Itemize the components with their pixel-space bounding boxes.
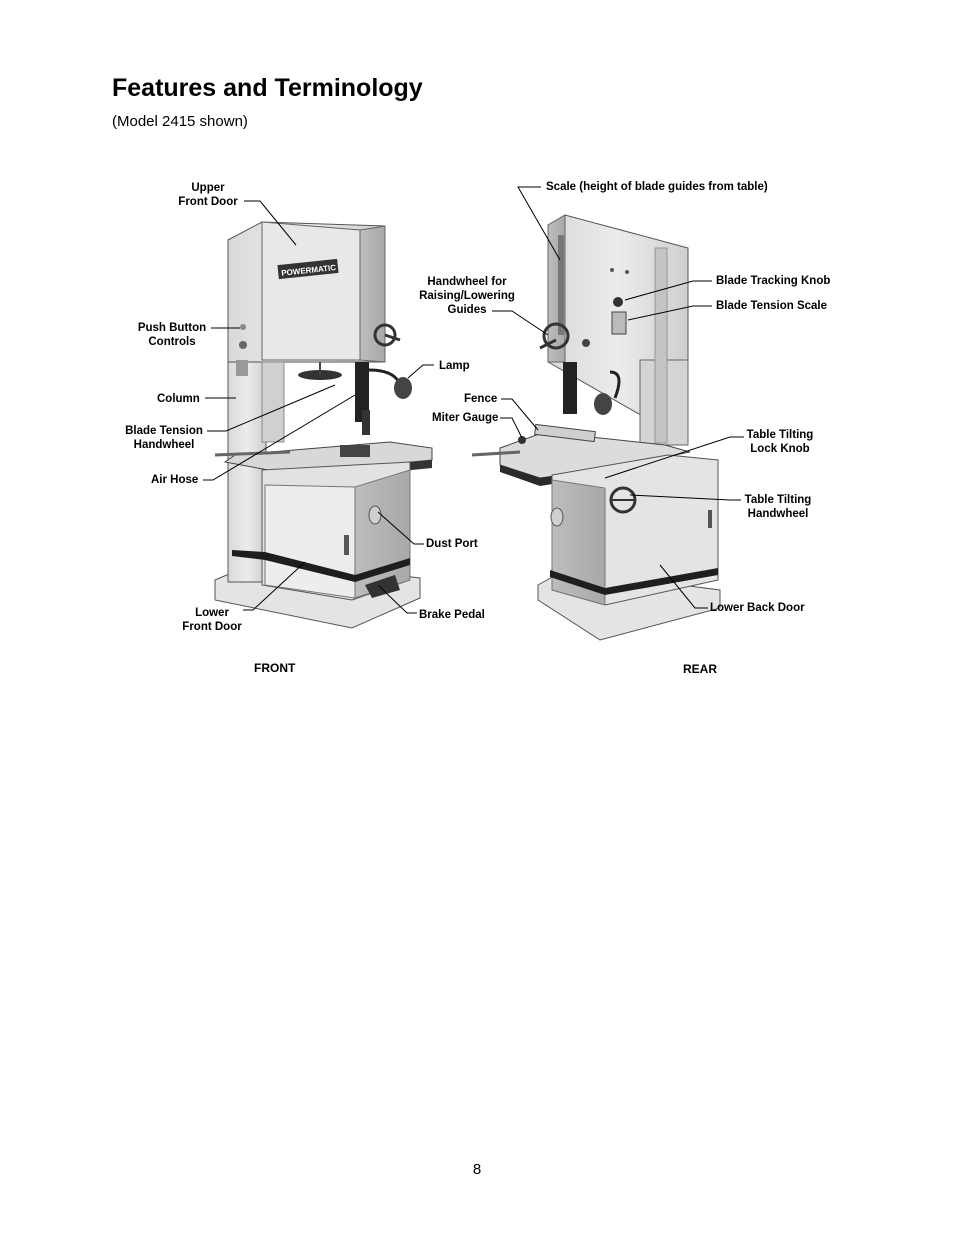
view-label-front: FRONT: [254, 661, 296, 675]
label-blade-tracking-knob: Blade Tracking Knob: [716, 275, 831, 287]
label-column: Column: [157, 393, 200, 405]
label-scale: Scale (height of blade guides from table…: [546, 181, 768, 193]
label-table-tilting-handwheel: Table Tilting Handwheel: [744, 494, 812, 520]
label-handwheel-guides: Handwheel for Raising/Lowering Guides: [419, 276, 515, 316]
label-lower-back-door: Lower Back Door: [710, 602, 805, 614]
label-lamp: Lamp: [439, 360, 470, 372]
label-air-hose: Air Hose: [151, 474, 199, 486]
label-blade-tension-handwheel: Blade Tension Handwheel: [125, 425, 203, 451]
page-subtitle: (Model 2415 shown): [112, 113, 248, 130]
label-upper-front-door: Upper Front Door: [178, 182, 238, 208]
leader-lines: [203, 186, 744, 614]
brand-plate: [277, 258, 339, 280]
label-miter-gauge: Miter Gauge: [432, 412, 499, 424]
label-blade-tension-scale: Blade Tension Scale: [716, 300, 827, 312]
page-title: Features and Terminology: [112, 74, 423, 102]
label-lower-front-door: Lower Front Door: [182, 607, 242, 633]
label-fence: Fence: [464, 393, 498, 405]
label-brake-pedal: Brake Pedal: [419, 609, 485, 621]
front-bandsaw: POWERMATIC: [214, 221, 433, 629]
label-table-tilting-lock-knob: Table Tilting Lock Knob: [746, 429, 814, 455]
page-number: 8: [472, 1161, 482, 1178]
label-push-button-controls: Push Button Controls: [137, 322, 207, 348]
rear-bandsaw: [471, 214, 721, 641]
view-label-rear: REAR: [683, 662, 718, 676]
bandsaw-illustration: POWERMATIC: [203, 186, 744, 641]
label-dust-port: Dust Port: [426, 538, 478, 550]
